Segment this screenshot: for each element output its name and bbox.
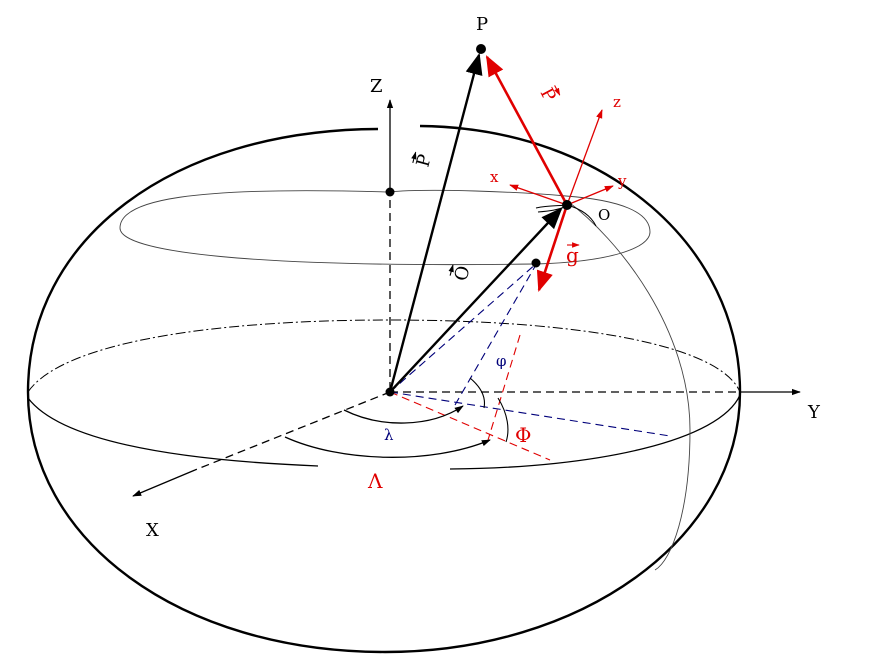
Lambda-arc	[284, 436, 491, 458]
blue-line-normal	[389, 262, 538, 393]
label-vec-P-local: P	[536, 84, 561, 105]
blue-line-to-equator	[389, 391, 671, 437]
label-vec-O: O	[448, 264, 475, 284]
label-P: P	[476, 14, 488, 35]
label-lambda: λ	[384, 426, 394, 444]
label-Lambda: Λ	[367, 469, 383, 493]
label-O: O	[598, 206, 610, 224]
Phi-arc	[497, 397, 509, 443]
label-local-z: z	[613, 93, 621, 111]
ellipsoid-outline	[26, 124, 742, 654]
x-axis-dashed	[194, 391, 391, 471]
origin-point	[385, 387, 395, 397]
z-axis-point	[385, 187, 395, 197]
label-X: X	[146, 520, 159, 541]
label-Y: Y	[807, 402, 821, 423]
equator-front	[27, 397, 319, 467]
vector-O	[389, 207, 563, 393]
label-phi: φ	[496, 352, 507, 370]
equator-back	[27, 319, 741, 393]
x-axis	[132, 469, 196, 497]
label-vec-g: g	[566, 242, 580, 267]
svg-text:P: P	[413, 152, 436, 169]
equator-front-right	[449, 394, 741, 470]
point-on-parallel	[531, 258, 541, 268]
parallel-circle-top	[387, 189, 567, 197]
vector-P-global	[388, 52, 483, 393]
local-z-axis	[566, 109, 603, 206]
label-vec-P-global: P	[411, 151, 436, 169]
lambda-arc	[343, 405, 464, 424]
vector-P-local	[485, 55, 569, 206]
label-local-x: x	[490, 168, 499, 186]
phi-arc	[469, 377, 486, 409]
label-Z: Z	[370, 76, 383, 97]
svg-text:g: g	[566, 243, 579, 267]
red-line-gravity	[487, 334, 521, 441]
point-P	[476, 44, 486, 54]
red-line-to-equator	[389, 391, 551, 461]
label-Phi: Φ	[515, 423, 531, 447]
blue-line-to-point	[454, 262, 538, 406]
local-y-axis	[566, 185, 614, 206]
svg-text:O: O	[451, 264, 475, 284]
vector-g	[536, 204, 569, 292]
label-local-y: y	[617, 172, 627, 190]
point-O	[562, 200, 572, 210]
local-x-axis	[509, 184, 568, 206]
meridian	[565, 199, 691, 571]
parallel-circle	[119, 190, 651, 266]
